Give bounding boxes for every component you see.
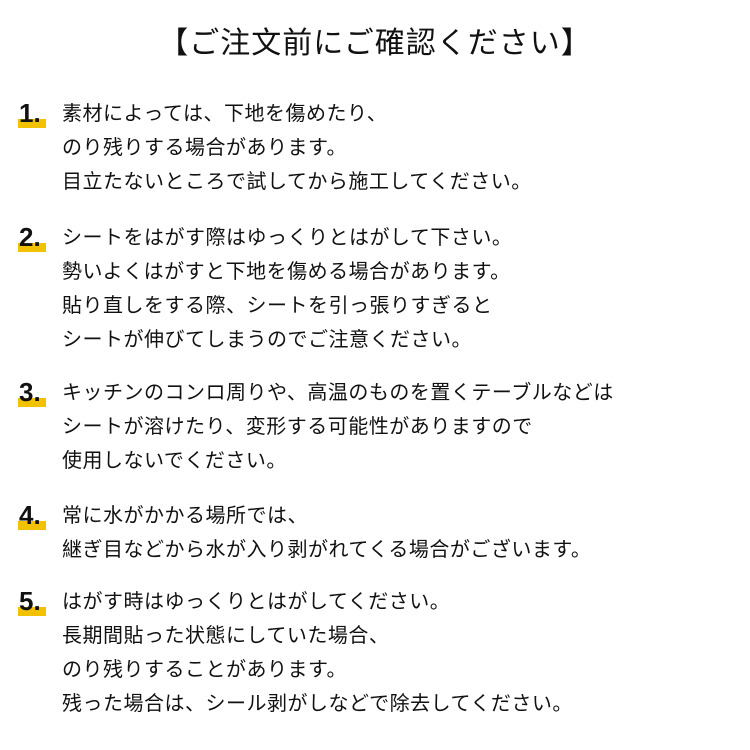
item-number: 5. xyxy=(19,586,41,616)
item-line: キッチンのコンロ周りや、高温のものを置くテーブルなどは xyxy=(62,380,614,404)
item-line: シートが伸びてしまうのでご注意ください。 xyxy=(62,327,472,351)
item-line: 常に水がかかる場所では、 xyxy=(62,503,308,527)
number-highlight xyxy=(18,398,46,407)
item-line: のり残りすることがあります。 xyxy=(62,657,347,681)
item-text: 素材によっては、下地を傷めたり、 のり残りする場合があります。 目立たないところ… xyxy=(62,96,532,198)
item-line: 貼り直しをする際、シートを引っ張りすぎると xyxy=(62,293,493,317)
number-highlight xyxy=(18,521,46,530)
item-number-badge: 5. xyxy=(18,584,58,618)
number-highlight xyxy=(18,607,46,616)
item-number-badge: 1. xyxy=(18,96,58,130)
item-line: 継ぎ目などから水が入り剥がれてくる場合がございます。 xyxy=(62,537,592,561)
item-line: 素材によっては、下地を傷めたり、 xyxy=(62,101,388,125)
page-title: 【ご注文前にご確認ください】 xyxy=(158,26,592,61)
item-line: 使用しないでください。 xyxy=(62,448,287,472)
number-highlight xyxy=(18,119,46,128)
item-number: 4. xyxy=(19,500,41,530)
item-line: シートをはがす際はゆっくりとはがして下さい。 xyxy=(62,225,513,249)
item-line: シートが溶けたり、変形する可能性がありますので xyxy=(62,414,533,438)
item-text: はがす時はゆっくりとはがしてください。 長期間貼った状態にしていた場合、 のり残… xyxy=(62,584,573,720)
item-text: シートをはがす際はゆっくりとはがして下さい。 勢いよくはがすと下地を傷める場合が… xyxy=(62,220,512,356)
item-text: 常に水がかかる場所では、 継ぎ目などから水が入り剥がれてくる場合がございます。 xyxy=(62,498,591,566)
item-line: 目立たないところで試してから施工してください。 xyxy=(62,169,532,193)
number-highlight xyxy=(18,243,46,252)
item-number-badge: 3. xyxy=(18,375,58,409)
item-number: 2. xyxy=(19,222,41,252)
item-line: 残った場合は、シール剥がしなどで除去してください。 xyxy=(62,691,573,715)
item-line: はがす時はゆっくりとはがしてください。 xyxy=(62,589,451,613)
item-number: 1. xyxy=(19,98,41,128)
item-number-badge: 4. xyxy=(18,498,58,532)
item-text: キッチンのコンロ周りや、高温のものを置くテーブルなどは シートが溶けたり、変形す… xyxy=(62,375,614,477)
item-number: 3. xyxy=(19,377,41,407)
item-line: 勢いよくはがすと下地を傷める場合があります。 xyxy=(62,259,511,283)
item-line: 長期間貼った状態にしていた場合、 xyxy=(62,623,390,647)
item-number-badge: 2. xyxy=(18,220,58,254)
item-line: のり残りする場合があります。 xyxy=(62,135,347,159)
